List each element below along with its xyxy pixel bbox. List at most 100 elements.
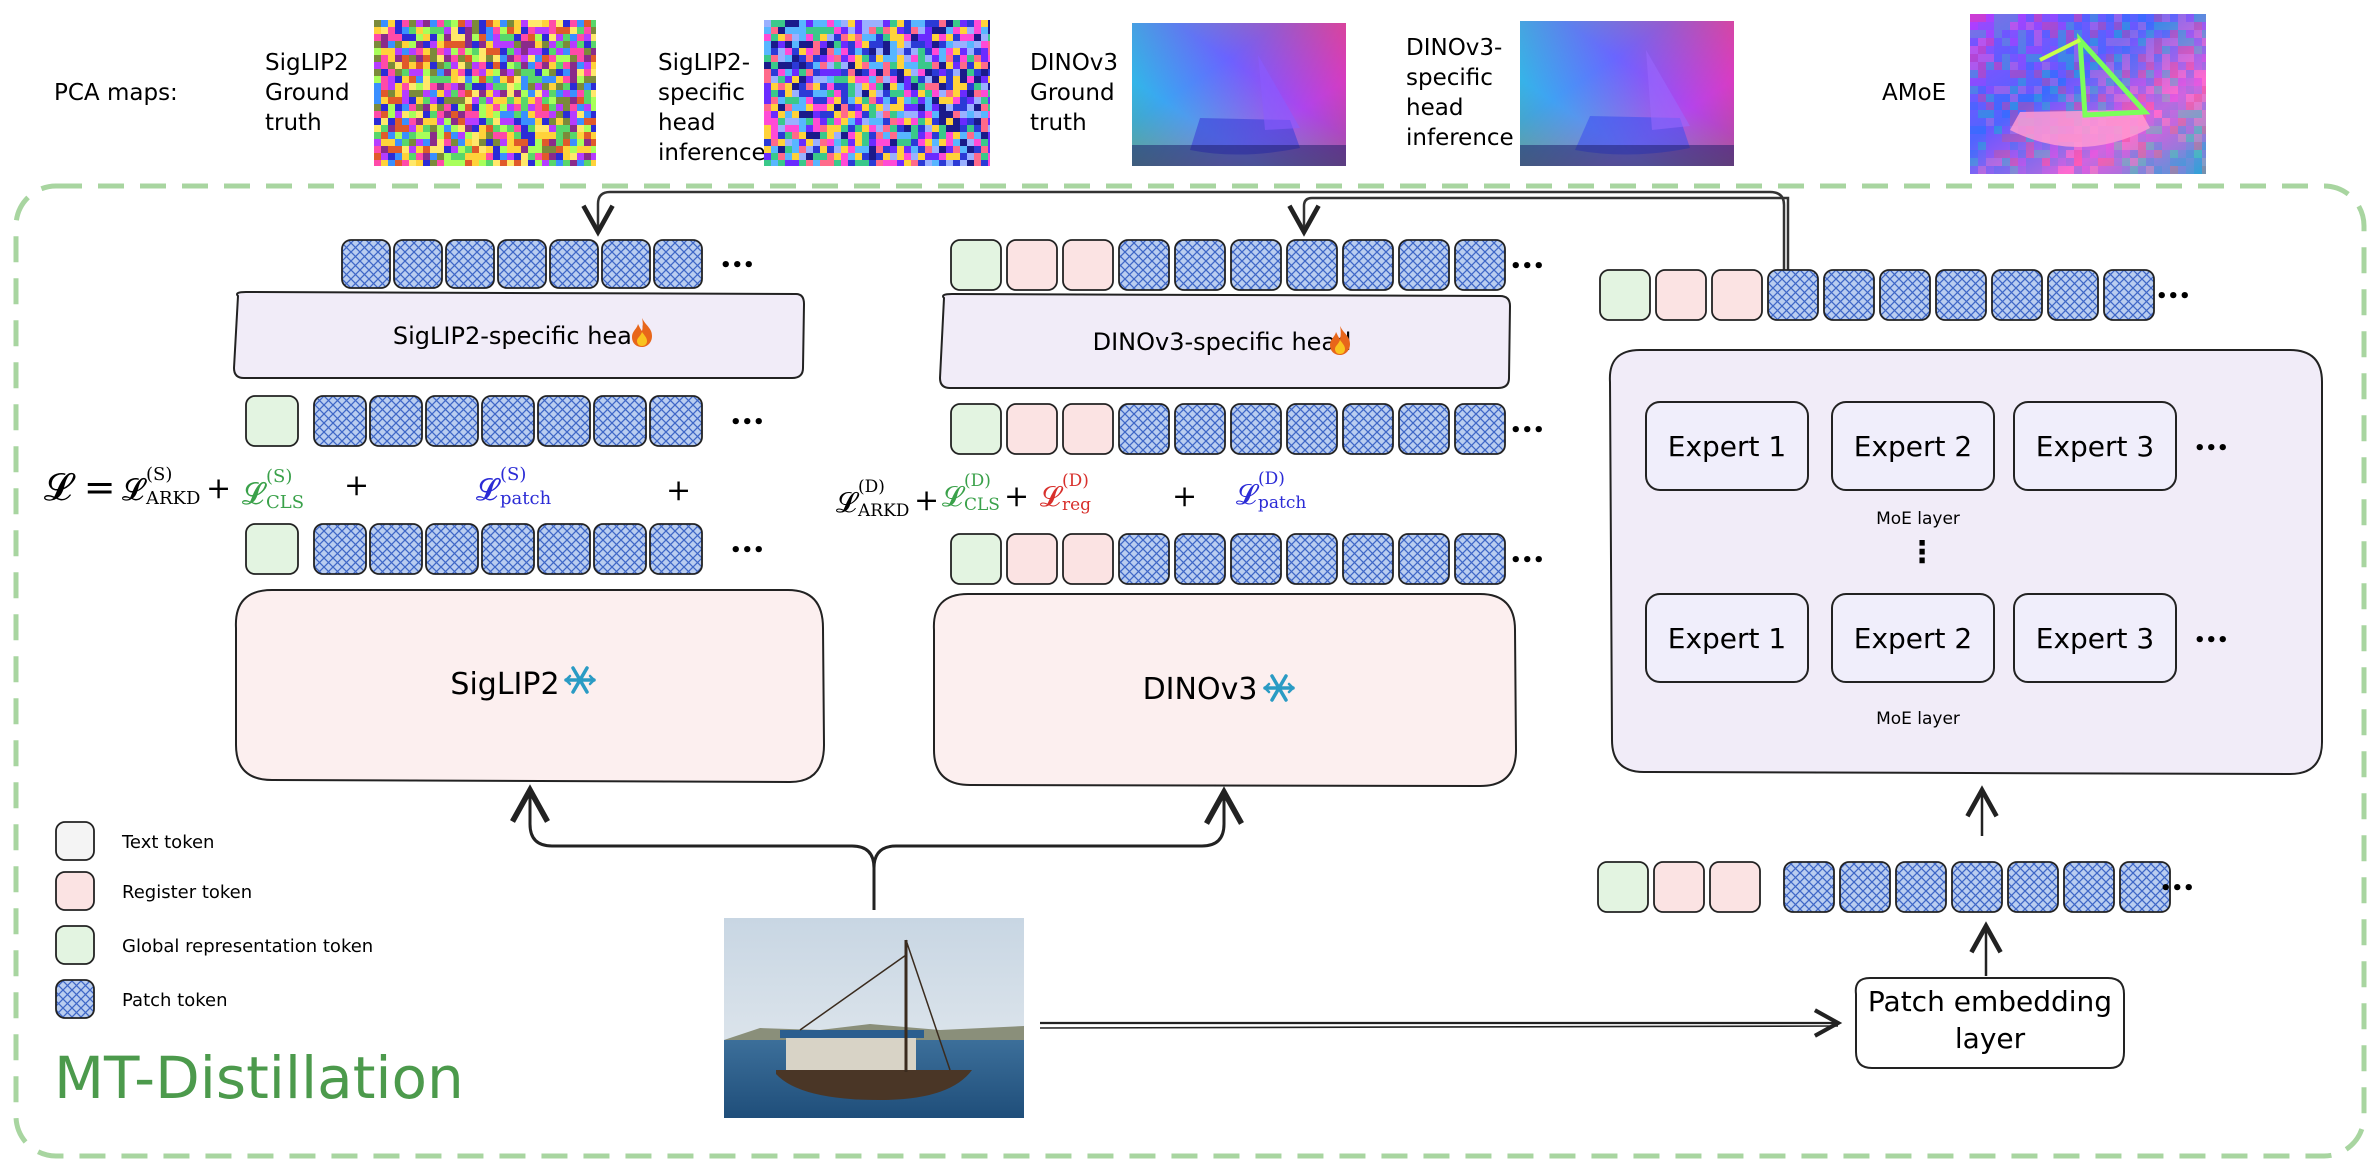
siglip2-head-label: SigLIP2-specific head: [393, 322, 647, 350]
dinov3-backbone-label: DINOv3: [1143, 672, 1258, 707]
pca-map-amoe: [1970, 14, 2206, 174]
patch-token: [1286, 533, 1338, 585]
snowflake-icon: [564, 666, 596, 694]
ellipsis: •••: [730, 412, 765, 433]
loss-patch-dinov3: 𝓛 (D) patch: [1236, 469, 1306, 513]
patch-token: [1230, 403, 1282, 455]
expert-1-box: [1645, 401, 1809, 491]
patch-embedding-line-2: layer: [1955, 1022, 2026, 1055]
expert-2-label: Expert 2: [1854, 622, 1972, 655]
register-token: [1006, 533, 1058, 585]
patch-token: [537, 523, 591, 575]
legend-label-text: Text token: [121, 832, 214, 853]
patch-token: [649, 395, 703, 447]
ellipsis: •••: [720, 255, 755, 276]
legend-label-patch: Patch token: [122, 990, 228, 1011]
vertical-ellipsis: ⋮: [1907, 535, 1937, 570]
plus-sign: +: [1172, 479, 1197, 514]
patch-embedding-line-1: Patch embedding: [1868, 985, 2112, 1018]
svg-text:𝓛: 𝓛: [1236, 478, 1260, 511]
pca-heading: PCA maps:: [54, 80, 178, 106]
loss-reg-dinov3: 𝓛 (D) reg: [1040, 471, 1091, 515]
pca-label-amoe: AMoE: [1882, 80, 1946, 106]
expert-2-label: Expert 2: [1854, 430, 1972, 463]
fire-icon: [632, 318, 652, 347]
patch-token: [1879, 269, 1931, 321]
patch-token: [425, 523, 479, 575]
plus-sign: +: [914, 483, 939, 518]
register-token: [1655, 269, 1707, 321]
plus-sign: +: [206, 471, 231, 506]
expert-3-box: [2013, 401, 2177, 491]
input-arrows: [510, 784, 1843, 1038]
loss-cls-dinov3: 𝓛 (D) CLS: [942, 471, 1000, 515]
patch-token: [1839, 861, 1891, 913]
svg-text:(S): (S): [500, 464, 526, 485]
patch-token: [1342, 239, 1394, 291]
patch-token: [481, 395, 535, 447]
patch-token: [537, 395, 591, 447]
expert-3-box: [2013, 593, 2177, 683]
patch-token: [1342, 403, 1394, 455]
patch-token: [1454, 533, 1506, 585]
ellipsis: •••: [2194, 630, 2229, 651]
pca-map-dinov3-head-inference: [1520, 21, 1734, 166]
legend-swatch-patch: [55, 979, 95, 1019]
patch-token: [653, 239, 703, 289]
expert-2-box: [1831, 401, 1995, 491]
moe-layer-label: MoE layer: [1876, 709, 1960, 729]
expert-3-label: Expert 3: [2036, 430, 2154, 463]
expert-1-box: [1645, 593, 1809, 683]
svg-text:(D): (D): [1258, 469, 1285, 489]
patch-token: [369, 395, 423, 447]
svg-text:CLS: CLS: [266, 492, 304, 513]
svg-text:(S): (S): [146, 464, 172, 485]
patch-token: [1823, 269, 1875, 321]
patch-token: [1286, 403, 1338, 455]
svg-text:(D): (D): [858, 477, 885, 497]
patch-token: [593, 395, 647, 447]
loss-arkd-dinov3: 𝓛 (D) ARKD: [836, 477, 909, 521]
patch-token: [601, 239, 651, 289]
patch-token: [1230, 239, 1282, 291]
patch-token: [1454, 403, 1506, 455]
siglip2-head: SigLIP2-specific head: [232, 290, 806, 379]
legend-label-register: Register token: [122, 882, 252, 903]
patch-token: [593, 523, 647, 575]
patch-token: [2103, 269, 2155, 321]
siglip2-backbone: SigLIP2: [234, 589, 826, 784]
dinov3-head-label: DINOv3-specific head: [1093, 328, 1352, 356]
dinov3-feature-tokens-lower: •••: [950, 533, 1545, 585]
global-token: [1597, 861, 1649, 913]
siglip2-feature-tokens-upper: •••: [245, 395, 765, 447]
register-token: [1062, 403, 1114, 455]
global-token: [950, 403, 1002, 455]
snowflake-icon: [1263, 674, 1295, 702]
patch-token: [1783, 861, 1835, 913]
legend-swatch-global: [55, 925, 95, 965]
outer-frame: [13, 183, 2367, 1159]
expert-2-box: [1831, 593, 1995, 683]
ellipsis: •••: [1510, 550, 1545, 571]
patch-token: [1174, 239, 1226, 291]
patch-token: [2047, 269, 2099, 321]
loss-patch-siglip: 𝓛 (S) patch: [476, 464, 552, 509]
plus-sign: +: [666, 473, 691, 508]
global-token: [1599, 269, 1651, 321]
patch-token: [1230, 533, 1282, 585]
ellipsis: •••: [1510, 420, 1545, 441]
svg-text:patch: patch: [1258, 493, 1306, 513]
svg-text:(D): (D): [1062, 471, 1089, 491]
svg-text:(S): (S): [266, 466, 292, 487]
patch-token: [1174, 403, 1226, 455]
patch-token: [1174, 533, 1226, 585]
amoe-input-tokens: •••: [1597, 861, 2195, 913]
